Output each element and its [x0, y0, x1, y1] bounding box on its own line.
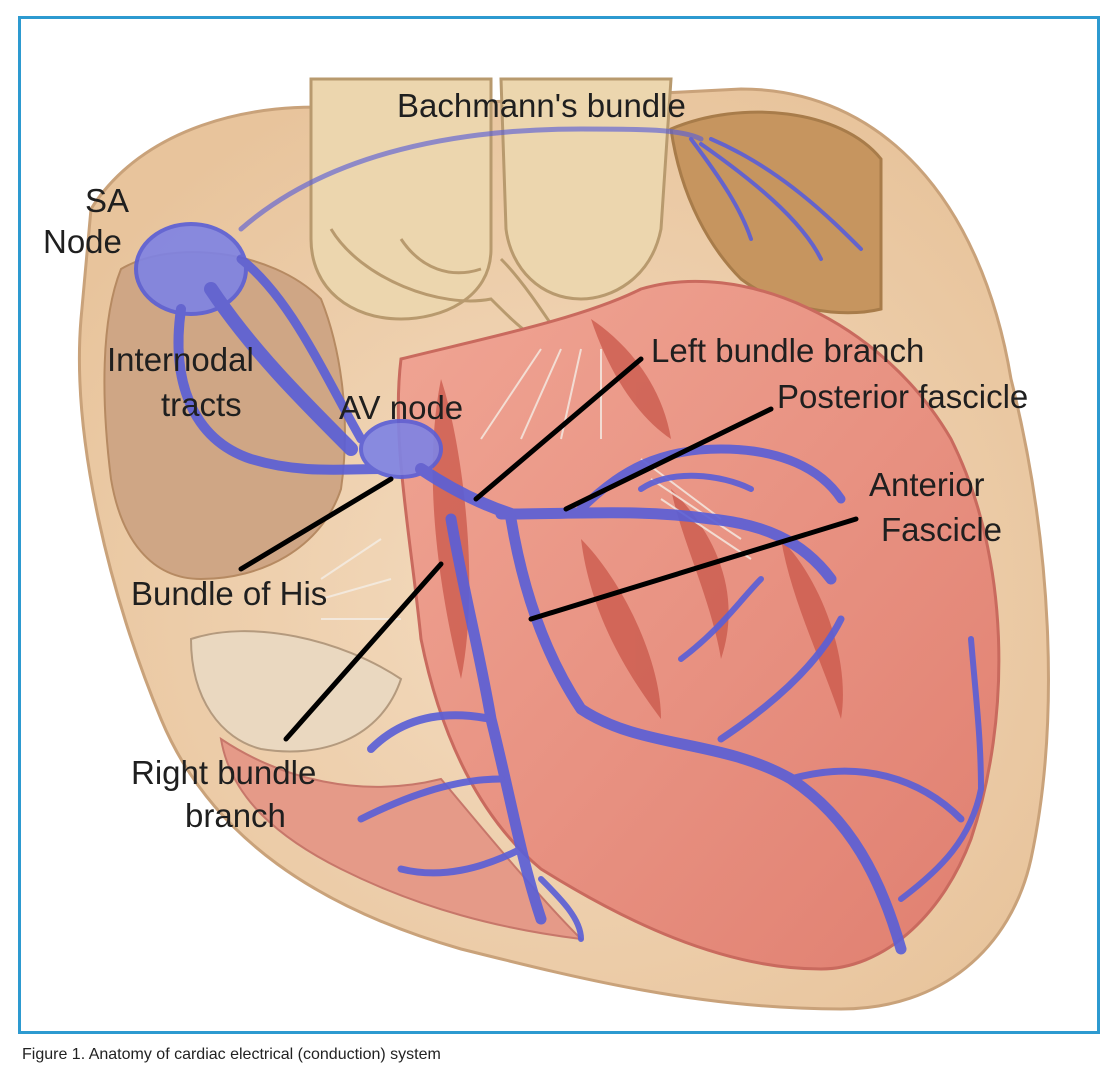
- labels: Bachmann's bundle SA Node Internodal tra…: [43, 87, 1028, 834]
- label-sa-node-line1: SA: [85, 182, 129, 219]
- tricuspid-valve: [189, 630, 403, 753]
- label-internodal-line1: Internodal: [107, 341, 254, 378]
- label-posterior-fascicle: Posterior fascicle: [777, 378, 1028, 415]
- leader-right-bundle-branch: [283, 561, 444, 742]
- leader-lines: [238, 356, 859, 742]
- leader-posterior-fascicle: [563, 406, 774, 512]
- figure-caption: Figure 1. Anatomy of cardiac electrical …: [22, 1046, 441, 1063]
- leader-left-bundle-branch: [473, 356, 644, 502]
- label-anterior-line1: Anterior: [869, 466, 985, 503]
- label-right-bundle-line1: Right bundle: [131, 754, 316, 791]
- label-av-node: AV node: [339, 389, 463, 426]
- label-sa-node-line2: Node: [43, 223, 122, 260]
- ventricular-muscle: [396, 279, 1001, 971]
- right-atrium-cavity: [103, 251, 346, 581]
- figure-frame: Bachmann's bundle SA Node Internodal tra…: [18, 16, 1100, 1034]
- leader-bundle-of-his: [238, 476, 394, 572]
- label-bundle-of-his: Bundle of His: [131, 575, 327, 612]
- conduction-system: [134, 126, 984, 955]
- label-internodal-line2: tracts: [161, 386, 242, 423]
- label-left-bundle-branch: Left bundle branch: [651, 332, 924, 369]
- label-bachmanns-bundle: Bachmann's bundle: [397, 87, 686, 124]
- label-anterior-line2: Fascicle: [881, 511, 1002, 548]
- leader-anterior-fascicle: [528, 516, 859, 622]
- chordae-tendineae: [320, 348, 752, 620]
- heart-diagram: Bachmann's bundle SA Node Internodal tra…: [43, 77, 1050, 1011]
- label-right-bundle-line2: branch: [185, 797, 286, 834]
